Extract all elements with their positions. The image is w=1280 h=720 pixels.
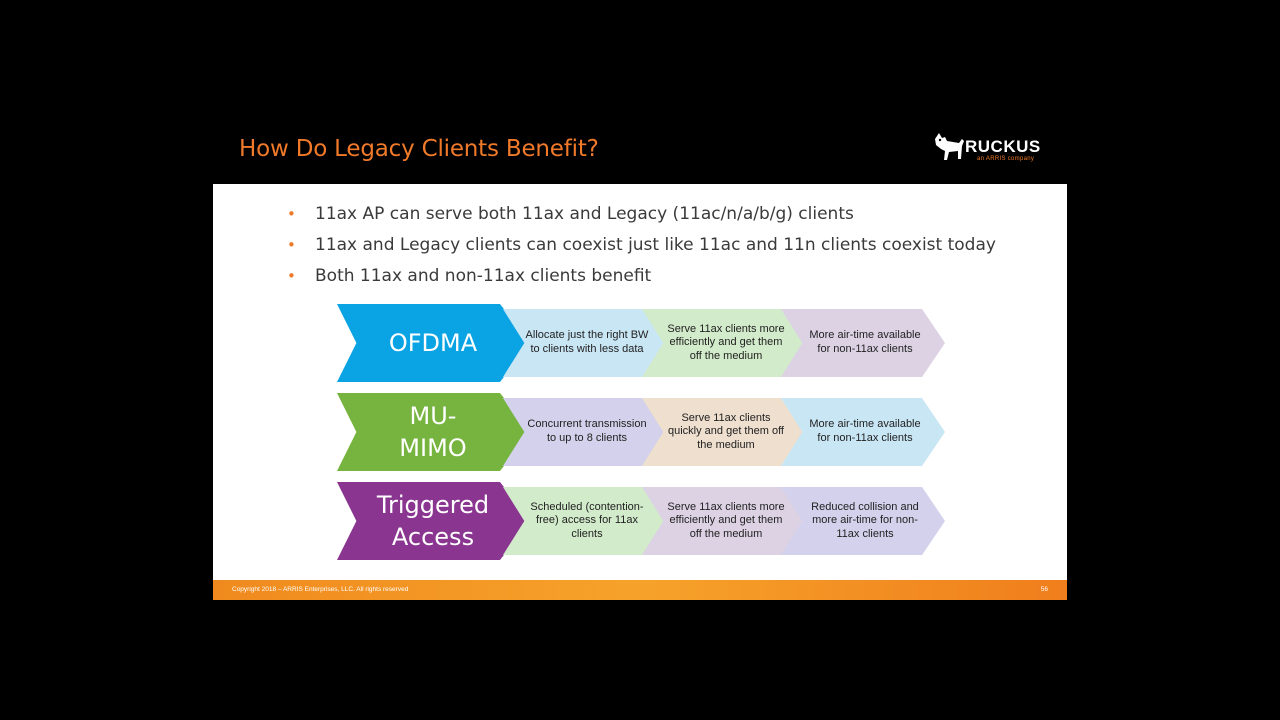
diagram-row-triggered-access: Triggered Access Scheduled (contention-f… [337, 482, 947, 560]
bullet-dot-icon: • [287, 267, 296, 285]
step-chevron: Serve 11ax clients more efficiently and … [642, 309, 806, 377]
bullet-item: • Both 11ax and non-11ax clients benefit [285, 264, 996, 295]
bullet-text: 11ax AP can serve both 11ax and Legacy (… [315, 204, 854, 224]
step-chevron: Reduced collision and more air-time for … [781, 487, 945, 555]
slide-footer: Copyright 2018 – ARRIS Enterprises, LLC.… [213, 580, 1067, 600]
slide-header: How Do Legacy Clients Benefit? RUCKUS an… [213, 124, 1067, 184]
diagram-row-mu-mimo: MU-MIMO Concurrent transmission to up to… [337, 393, 947, 471]
row-label-chevron: OFDMA [337, 304, 531, 382]
page-number: 56 [1040, 586, 1048, 593]
step-chevron: Allocate just the right BW to clients wi… [503, 309, 667, 377]
step-chevron: More air-time available for non-11ax cli… [781, 309, 945, 377]
step-chevron: Serve 11ax clients quickly and get them … [642, 398, 806, 466]
bullet-dot-icon: • [287, 236, 296, 254]
step-chevron: More air-time available for non-11ax cli… [781, 398, 945, 466]
row-label: OFDMA [388, 329, 478, 357]
step-text: Scheduled (contention-free) access for 1… [530, 500, 644, 540]
benefit-process-diagram: OFDMA Allocate just the right BW to clie… [337, 304, 947, 564]
step-text: Serve 11ax clients quickly and get them … [668, 411, 784, 451]
bullet-dot-icon: • [287, 205, 296, 223]
row-label-chevron: MU-MIMO [337, 393, 531, 471]
step-text: Concurrent transmission to up to 8 clien… [527, 418, 647, 444]
bullet-text: Both 11ax and non-11ax clients benefit [315, 266, 652, 286]
row-label: MU-MIMO [399, 402, 467, 462]
diagram-row-ofdma: OFDMA Allocate just the right BW to clie… [337, 304, 947, 382]
row-label: Triggered Access [376, 491, 490, 551]
bullet-text: 11ax and Legacy clients can coexist just… [315, 235, 996, 255]
step-text: More air-time available for non-11ax cli… [809, 418, 921, 444]
copyright-text: Copyright 2018 – ARRIS Enterprises, LLC.… [232, 586, 409, 593]
step-chevron: Scheduled (contention-free) access for 1… [503, 487, 667, 555]
ruckus-logo: RUCKUS an ARRIS company [929, 129, 1049, 169]
step-text: Serve 11ax clients more efficiently and … [667, 322, 785, 362]
dog-logo-icon [935, 133, 964, 160]
step-chevron: Serve 11ax clients more efficiently and … [642, 487, 806, 555]
bullet-item: • 11ax and Legacy clients can coexist jus… [285, 233, 996, 264]
row-label-chevron: Triggered Access [337, 482, 531, 560]
slide-title: How Do Legacy Clients Benefit? [239, 136, 599, 162]
step-chevron: Concurrent transmission to up to 8 clien… [503, 398, 667, 466]
step-text: Serve 11ax clients more efficiently and … [667, 500, 785, 540]
bullet-list: • 11ax AP can serve both 11ax and Legacy … [285, 202, 996, 295]
logo-subtext: an ARRIS company [977, 156, 1035, 162]
logo-wordmark: RUCKUS [965, 137, 1041, 156]
step-text: Allocate just the right BW to clients wi… [525, 329, 649, 355]
slide-body: • 11ax AP can serve both 11ax and Legacy … [213, 184, 1067, 580]
bullet-item: • 11ax AP can serve both 11ax and Legacy … [285, 202, 996, 233]
step-text: Reduced collision and more air-time for … [811, 500, 919, 540]
step-text: More air-time available for non-11ax cli… [809, 329, 921, 355]
